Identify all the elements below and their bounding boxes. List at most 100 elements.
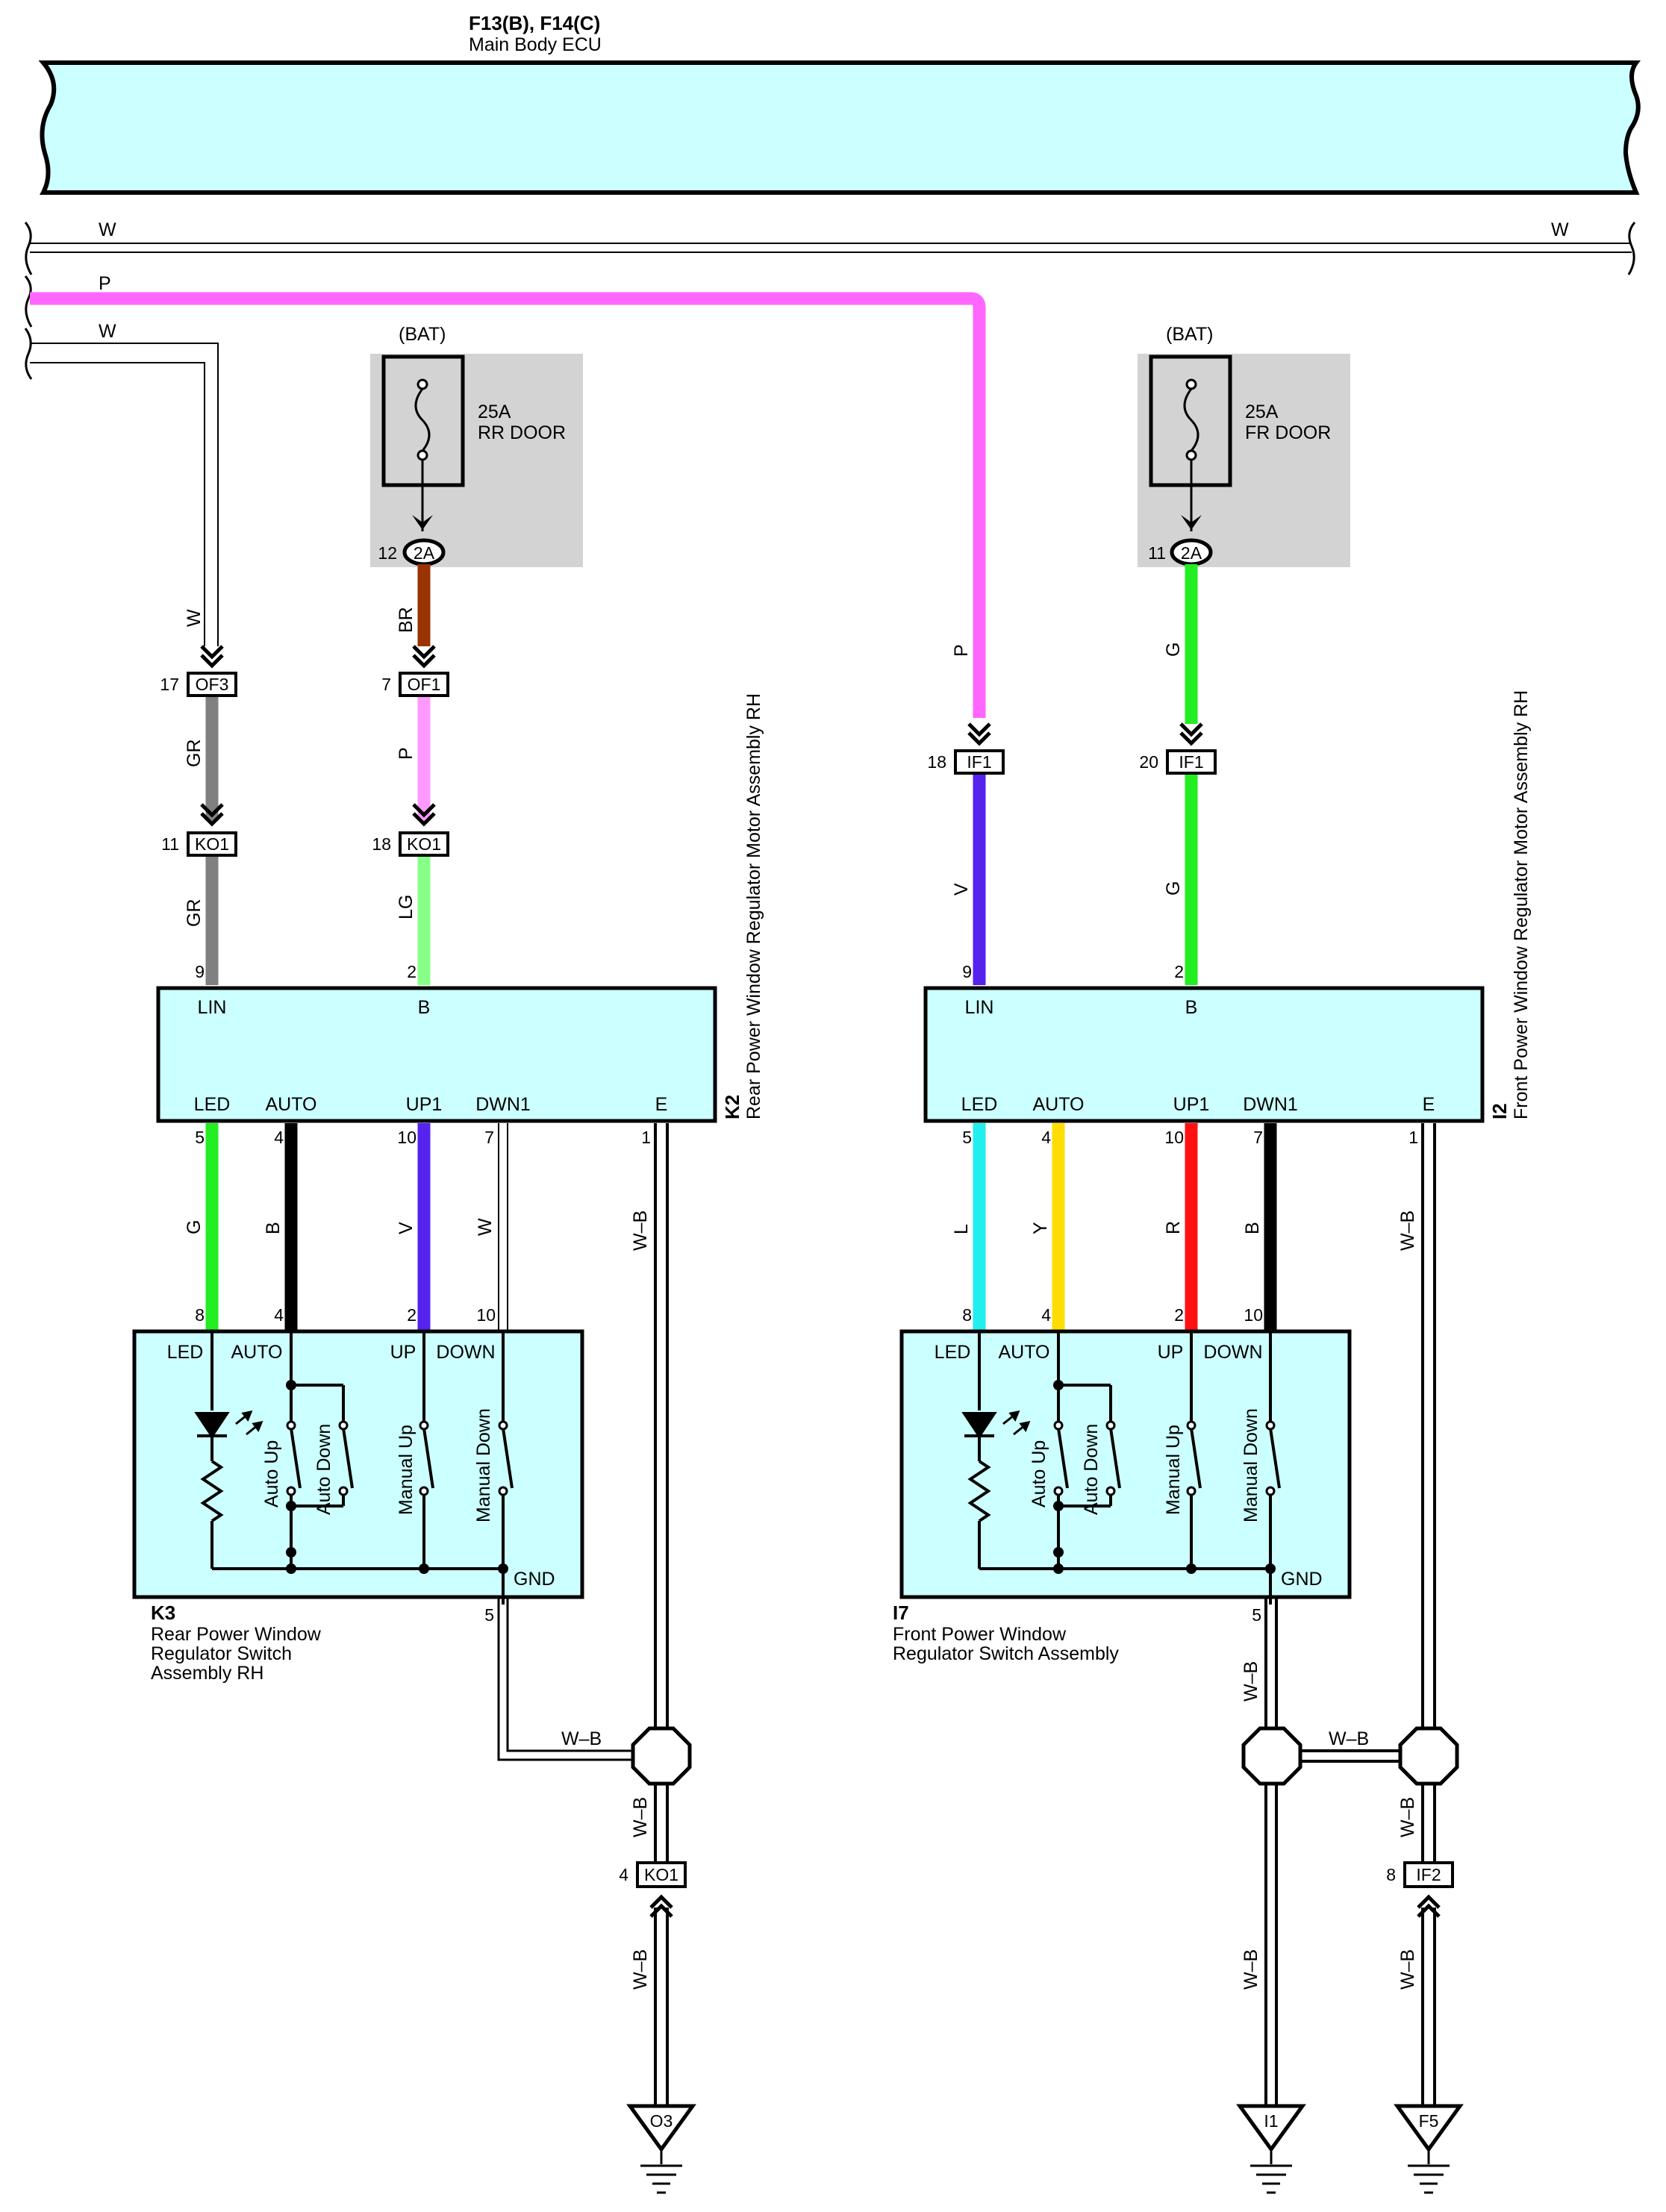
k3-term-down: DOWN <box>436 1342 495 1363</box>
connector-ko1-a: KO1 11 <box>161 803 237 857</box>
k3-pin-up: 2 <box>407 1305 416 1325</box>
i7-term-up: UP <box>1158 1342 1184 1363</box>
k3-internal-circuit <box>194 1331 514 1605</box>
if2-gnd-pin: 8 <box>1386 1865 1396 1884</box>
of3-pin: 17 <box>160 675 179 694</box>
i2-term-b: B <box>1185 997 1198 1018</box>
i2-pin-e: 1 <box>1408 1128 1418 1147</box>
ground-i1: I1 <box>1236 2104 1306 2194</box>
i2-pin-lin: 9 <box>962 962 972 981</box>
i2-term-lin: LIN <box>965 997 994 1018</box>
i7-pin-down: 10 <box>1244 1305 1263 1325</box>
of1-pin: 7 <box>381 675 391 694</box>
fuse-rr-rating: 25A <box>478 402 511 422</box>
ko1-a-label: KO1 <box>195 834 229 854</box>
fuse-rr-connector: 2A <box>414 543 435 563</box>
i2-term-led: LED <box>961 1094 998 1115</box>
k3-switch-manual-down: Manual Down <box>473 1408 494 1522</box>
fuse-rr-supply: (BAT) <box>399 324 446 345</box>
code-front-e: W–B <box>1397 1210 1418 1251</box>
i7-gnd-pin: 5 <box>1252 1605 1261 1625</box>
ecu-body <box>38 60 1641 195</box>
k2-term-up1: UP1 <box>406 1094 443 1115</box>
main-body-ecu: F13(B), F14(C) Main Body ECU <box>38 12 1641 195</box>
i7-pin-auto: 4 <box>1041 1305 1051 1325</box>
front-ground-wiring: W–B W–B W–B W–B IF2 8 W–B <box>1241 1597 1459 2109</box>
i2-term-up1: UP1 <box>1173 1094 1210 1115</box>
k3-term-up: UP <box>390 1342 416 1363</box>
k3-gnd-pin: 5 <box>484 1605 494 1625</box>
if2-gnd-label: IF2 <box>1416 1865 1441 1884</box>
i7-junctions <box>1053 1380 1276 1574</box>
rear-splice <box>631 1726 692 1786</box>
i2-code: I2 <box>1488 1103 1511 1119</box>
i2-pin-auto: 4 <box>1041 1128 1051 1147</box>
code-front-v: V <box>951 883 972 896</box>
k2-pin-up1: 10 <box>397 1128 416 1147</box>
k3-code: K3 <box>151 1602 175 1624</box>
i7-switch-auto-down: Auto Down <box>1081 1424 1102 1515</box>
wire-w-top-right: W <box>1551 219 1569 240</box>
fuse-fr-rating: 25A <box>1245 402 1279 422</box>
code-rear-led: G <box>184 1220 205 1234</box>
k3-pin-led: 8 <box>195 1305 205 1325</box>
k2-name: Rear Power Window Regulator Motor Assemb… <box>743 693 764 1119</box>
i7-gnd-label: GND <box>1281 1569 1323 1590</box>
connector-of3: OF3 17 <box>160 645 237 697</box>
front-splice-left <box>1241 1726 1302 1786</box>
i7-term-led: LED <box>935 1342 971 1363</box>
i2-pin-led: 5 <box>962 1128 972 1147</box>
connector-ko1-b: KO1 18 <box>372 803 449 857</box>
i7-switch-auto-up: Auto Up <box>1029 1440 1049 1508</box>
fuse-fr-connector: 2A <box>1181 543 1202 563</box>
of1-label: OF1 <box>408 675 441 694</box>
i7-led-arrows <box>1002 1410 1031 1436</box>
k2-term-auto: AUTO <box>266 1094 317 1115</box>
k3-switch-auto-up: Auto Up <box>261 1440 282 1508</box>
k3-switch-auto-down: Auto Down <box>313 1424 334 1515</box>
code-rear-gnd-drop: W–B <box>630 1797 651 1837</box>
rear-middle-wires: 5 4 10 7 1 G B V W W–B 8 4 2 10 <box>184 1123 669 1731</box>
fuse-rr-door: (BAT) 25A RR DOOR 2A 12 <box>370 324 583 567</box>
rear-upper-wires: W BR GR P GR LG <box>184 564 431 985</box>
connector-if1-b: IF1 20 <box>1139 722 1217 775</box>
i2-pin-b: 2 <box>1174 962 1184 981</box>
code-front-bridge: W–B <box>1329 1728 1369 1749</box>
i2-pin-up1: 10 <box>1164 1128 1184 1147</box>
front-upper-wires: P G V G <box>951 564 1198 985</box>
ko1-b-pin: 18 <box>372 834 391 854</box>
k2-term-dwn1: DWN1 <box>475 1094 531 1115</box>
code-rear-p: P <box>396 747 416 760</box>
code-front-p: P <box>951 644 972 657</box>
ground-f5: F5 <box>1394 2104 1464 2194</box>
code-front-g1: G <box>1163 643 1184 657</box>
ko1-gnd-pin: 4 <box>619 1865 628 1884</box>
bus-wires: W W P W <box>24 219 1636 718</box>
i7-internal-circuit <box>961 1331 1281 1605</box>
ground-o3-label: O3 <box>650 2111 673 2131</box>
i2-term-e: E <box>1423 1094 1435 1115</box>
wire-w-lower: W <box>99 321 116 342</box>
code-front-up: R <box>1163 1221 1184 1234</box>
front-middle-wires: 5 4 10 7 1 L Y R B W–B 8 4 2 10 <box>951 1123 1436 1731</box>
rear-ground-wiring: W–B W–B KO1 4 W–B <box>497 1597 692 2109</box>
k2-term-lin: LIN <box>198 997 227 1018</box>
k3-led-arrows <box>235 1410 263 1436</box>
if1-b-label: IF1 <box>1179 752 1203 772</box>
k3-switch-manual-up: Manual Up <box>396 1425 416 1515</box>
code-front-led: L <box>951 1224 972 1234</box>
k3-junctions <box>286 1380 508 1574</box>
if1-a-label: IF1 <box>967 752 991 772</box>
connector-of1: OF1 7 <box>381 645 449 697</box>
k3-pin-down: 10 <box>476 1305 496 1325</box>
k3-contacts <box>286 1420 508 1496</box>
k3-gnd-label: GND <box>514 1569 555 1590</box>
fuse-fr-door: (BAT) 25A FR DOOR 2A 11 <box>1138 324 1350 567</box>
code-rear-gr1: GR <box>184 740 205 768</box>
code-front-gnd-drop-right: W–B <box>1397 1797 1418 1837</box>
code-front-sw-gnd: W–B <box>1241 1661 1261 1702</box>
rear-motor-k2: 9 2 LIN B LED AUTO UP1 DWN1 E K2 Rear Po… <box>156 693 764 1123</box>
k3-name-line2: Regulator Switch <box>151 1643 292 1664</box>
code-rear-gnd-final: W–B <box>630 1949 651 1990</box>
fuse-rr-pin: 12 <box>378 543 397 563</box>
